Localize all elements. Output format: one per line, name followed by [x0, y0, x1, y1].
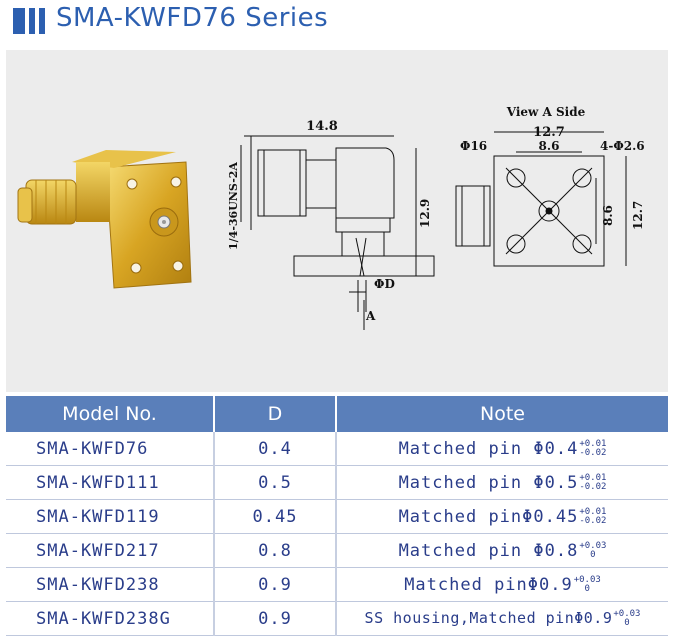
model-cell: SMA-KWFD76: [6, 432, 215, 466]
note-text: Matched pinΦ0.45: [398, 506, 579, 527]
model-cell: SMA-KWFD217: [6, 533, 215, 568]
table-row: SMA-KWFD238G 0.9 SS housing,Matched pinΦ…: [6, 601, 668, 636]
note-cell: Matched pin Φ0.4+0.01-0.02: [336, 432, 668, 466]
note-cell: Matched pinΦ0.45+0.01-0.02: [336, 499, 668, 534]
tol-up: +0.03: [613, 608, 641, 619]
tol-down: 0: [584, 583, 590, 594]
d-cell: 0.9: [214, 601, 337, 636]
header: SMA-KWFD76 Series: [0, 0, 673, 44]
tol-up: +0.01: [579, 506, 607, 517]
note-text: SS housing,Matched pinΦ0.9: [364, 609, 613, 628]
view-a-label: View A Side: [506, 105, 586, 119]
note-text: Matched pin Φ0.4: [398, 438, 579, 459]
header-note: Note: [336, 396, 668, 432]
tolerance: +0.01-0.02: [579, 506, 607, 526]
model-table: Model No. D Note SMA-KWFD76 0.4 Matched …: [6, 396, 668, 636]
tolerance: +0.01-0.02: [579, 438, 607, 458]
dim-length: 14.8: [306, 119, 338, 134]
table-row: SMA-KWFD76 0.4 Matched pin Φ0.4+0.01-0.0…: [6, 432, 668, 466]
d-cell: 0.5: [214, 465, 337, 500]
d-cell: 0.45: [214, 499, 337, 534]
product-drawing: 14.8 1/4-36UNS-2A 12.9 ΦD A View A Side …: [6, 50, 668, 392]
note-text: Matched pinΦ0.9: [404, 574, 573, 595]
note-text: Matched pin Φ0.8: [398, 540, 579, 561]
model-cell: SMA-KWFD119: [6, 499, 215, 534]
dim-holes: 4-Φ2.6: [600, 139, 645, 153]
technical-drawing: 14.8 1/4-36UNS-2A 12.9 ΦD A View A Side …: [17, 105, 645, 330]
tol-down: -0.02: [579, 515, 607, 526]
dim-inner-v: 8.6: [601, 205, 615, 226]
tol-down: 0: [590, 549, 596, 560]
table-row: SMA-KWFD119 0.45 Matched pinΦ0.45+0.01-0…: [6, 499, 668, 534]
table-header-row: Model No. D Note: [6, 396, 668, 432]
thread-label: 1/4-36UNS-2A: [227, 162, 240, 250]
side-view: [240, 135, 435, 330]
page-title: SMA-KWFD76 Series: [56, 3, 329, 33]
header-model: Model No.: [6, 396, 215, 432]
d-cell: 0.4: [214, 432, 337, 466]
connector-photo: [17, 150, 192, 289]
model-cell: SMA-KWFD238: [6, 567, 215, 602]
tol-up: +0.01: [579, 472, 607, 483]
note-text: Matched pin Φ0.5: [398, 472, 579, 493]
d-cell: 0.9: [214, 567, 337, 602]
dim-inner: 8.6: [539, 139, 560, 153]
table-row: SMA-KWFD111 0.5 Matched pin Φ0.5+0.01-0.…: [6, 465, 668, 500]
phi-d-label: ΦD: [374, 277, 395, 291]
dim-phi16: Φ16: [460, 139, 487, 153]
tol-up: +0.01: [579, 438, 607, 449]
view-arrow-label: A: [365, 309, 376, 323]
note-cell: Matched pin Φ0.5+0.01-0.02: [336, 465, 668, 500]
title-bars-icon: [13, 8, 45, 34]
dim-outer-v: 12.7: [631, 201, 645, 230]
tol-down: -0.02: [579, 481, 607, 492]
tol-up: +0.03: [579, 540, 607, 551]
tol-down: -0.02: [579, 447, 607, 458]
model-cell: SMA-KWFD111: [6, 465, 215, 500]
dim-height: 12.9: [418, 199, 432, 228]
model-cell: SMA-KWFD238G: [6, 601, 215, 636]
tol-up: +0.03: [573, 574, 601, 585]
front-view: [455, 131, 627, 267]
header-d: D: [214, 396, 337, 432]
d-cell: 0.8: [214, 533, 337, 568]
dim-outer: 12.7: [533, 125, 565, 140]
tol-down: 0: [624, 617, 630, 628]
tolerance: +0.01-0.02: [579, 472, 607, 492]
